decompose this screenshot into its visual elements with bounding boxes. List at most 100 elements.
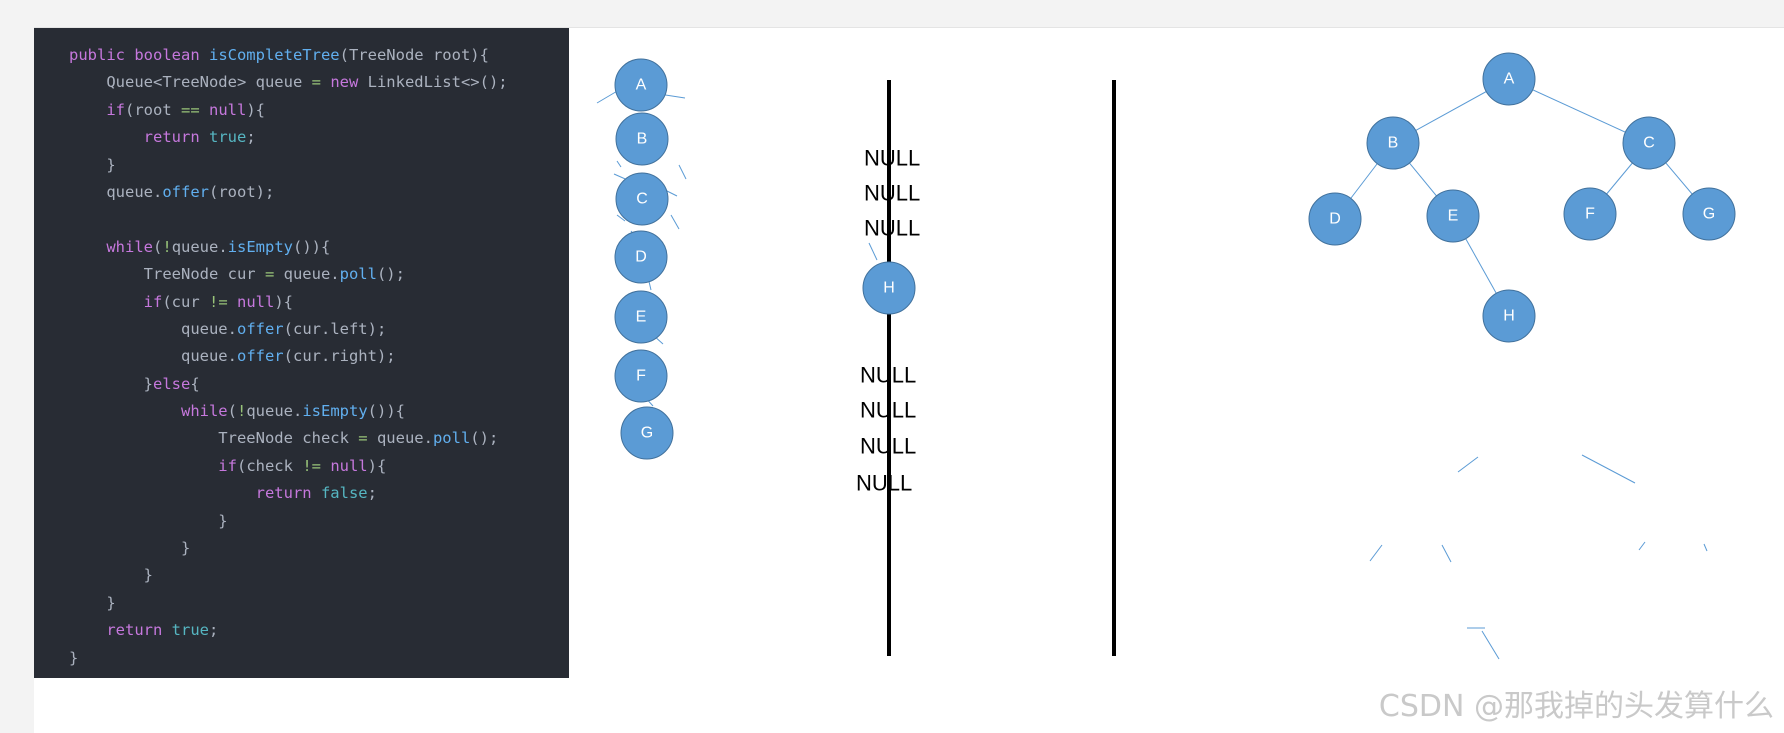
null-label: NULL bbox=[856, 471, 912, 496]
code-token: null bbox=[199, 100, 247, 119]
code-line: public boolean isCompleteTree(TreeNode r… bbox=[69, 42, 508, 69]
code-line: if(check != null){ bbox=[69, 453, 508, 480]
node-circle bbox=[615, 112, 669, 166]
node-label: D bbox=[1329, 211, 1341, 228]
code-line: TreeNode check = queue.poll(); bbox=[69, 425, 508, 452]
node-label: A bbox=[636, 77, 647, 94]
queue-node-f: F bbox=[614, 349, 668, 403]
null-label: NULL bbox=[864, 181, 920, 206]
code-line: } bbox=[69, 508, 508, 535]
code-token: LinkedList<>(); bbox=[358, 73, 508, 92]
code-token: != bbox=[302, 456, 321, 475]
code-token: offer bbox=[236, 347, 284, 366]
code-line: return false; bbox=[69, 480, 508, 507]
null-label: NULL bbox=[860, 363, 916, 388]
queue-node-a: A bbox=[614, 58, 668, 112]
edge-fragment bbox=[1481, 630, 1500, 660]
node-label: C bbox=[1643, 135, 1655, 152]
code-token: (cur bbox=[162, 292, 209, 311]
node-label: A bbox=[1504, 71, 1515, 88]
code-line: while(!queue.isEmpty()){ bbox=[69, 398, 508, 425]
node-label: B bbox=[1388, 135, 1399, 152]
code-token: return bbox=[69, 128, 200, 147]
code-token: return bbox=[69, 621, 163, 640]
code-token: (cur.left); bbox=[283, 319, 387, 338]
tree-node-g: G bbox=[1682, 187, 1736, 241]
tree-node-f: F bbox=[1563, 187, 1617, 241]
node-circle bbox=[862, 261, 916, 315]
node-label: F bbox=[1585, 206, 1595, 223]
code-token: } bbox=[69, 374, 153, 393]
edge-fragment bbox=[1581, 454, 1636, 484]
node-circle bbox=[620, 406, 674, 460]
queue-node-g: G bbox=[620, 406, 674, 460]
edge-fragment bbox=[1703, 543, 1708, 552]
node-label: E bbox=[636, 309, 647, 326]
code-line: }else{ bbox=[69, 371, 508, 398]
code-token: (TreeNode root){ bbox=[339, 46, 489, 64]
code-token: TreeNode check bbox=[69, 429, 359, 448]
null-label: NULL bbox=[860, 398, 916, 423]
code-token: ){ bbox=[246, 100, 266, 119]
watermark: CSDN @那我掉的头发算什么 bbox=[1378, 689, 1774, 724]
node-label: D bbox=[635, 249, 647, 266]
code-line bbox=[69, 206, 508, 233]
node-label: H bbox=[1503, 308, 1515, 325]
code-token: ()){ bbox=[293, 237, 331, 256]
code-token: (); bbox=[376, 265, 405, 284]
edge-fragment bbox=[1369, 544, 1383, 562]
code-token: ! bbox=[236, 402, 247, 421]
node-circle bbox=[614, 349, 668, 403]
code-line: } bbox=[69, 152, 508, 179]
code-token: (check bbox=[236, 456, 303, 475]
edge-fragment bbox=[1638, 541, 1646, 551]
code-line: } bbox=[69, 590, 508, 617]
tree-node-b: B bbox=[1366, 116, 1420, 170]
stray-edge-fragments bbox=[1369, 454, 1708, 660]
code-line: } bbox=[69, 535, 508, 562]
code-token: queue. bbox=[367, 429, 433, 448]
code-token: } bbox=[69, 648, 79, 667]
tree-edges bbox=[1334, 78, 1710, 317]
code-token: queue. bbox=[246, 402, 303, 421]
node-circle bbox=[1682, 187, 1736, 241]
tree-node-c: C bbox=[1622, 116, 1676, 170]
code-token: ! bbox=[162, 237, 172, 256]
code-token: queue. bbox=[69, 182, 163, 201]
code-line: if(cur != null){ bbox=[69, 289, 508, 316]
code-token: isEmpty bbox=[302, 402, 368, 421]
code-line: Queue<TreeNode> queue = new LinkedList<>… bbox=[69, 69, 508, 96]
code-line: } bbox=[69, 562, 508, 589]
code-lines: public boolean isCompleteTree(TreeNode r… bbox=[69, 42, 508, 672]
code-line: return true; bbox=[69, 124, 508, 151]
code-token: (cur.right); bbox=[283, 347, 396, 366]
code-token: null bbox=[227, 292, 275, 311]
code-token: ; bbox=[246, 128, 256, 147]
code-token: public boolean bbox=[69, 46, 209, 64]
code-token: } bbox=[69, 155, 116, 174]
code-line: return true; bbox=[69, 617, 508, 644]
middle-node-h: H bbox=[862, 261, 916, 315]
tree-node-a: A bbox=[1482, 52, 1536, 106]
code-token: if bbox=[69, 292, 163, 311]
code-token: } bbox=[69, 511, 228, 530]
code-line: if(root == null){ bbox=[69, 97, 508, 124]
code-token: return bbox=[69, 484, 312, 503]
code-token: Queue<TreeNode> queue bbox=[69, 73, 312, 92]
code-token: offer bbox=[236, 319, 284, 338]
tree-node-e: E bbox=[1426, 189, 1480, 243]
code-token: (root bbox=[125, 100, 181, 119]
code-token: ( bbox=[153, 237, 163, 256]
code-token: if bbox=[69, 456, 237, 475]
node-circle bbox=[1563, 187, 1617, 241]
code-token: ){ bbox=[274, 292, 294, 311]
node-circle bbox=[1482, 52, 1536, 106]
queue-node-b: B bbox=[615, 112, 669, 166]
node-label: G bbox=[641, 425, 653, 442]
code-token: ()){ bbox=[367, 402, 405, 421]
code-token: queue. bbox=[274, 265, 340, 284]
code-token: { bbox=[190, 374, 200, 393]
article-page: public boolean isCompleteTree(TreeNode r… bbox=[34, 27, 1784, 733]
